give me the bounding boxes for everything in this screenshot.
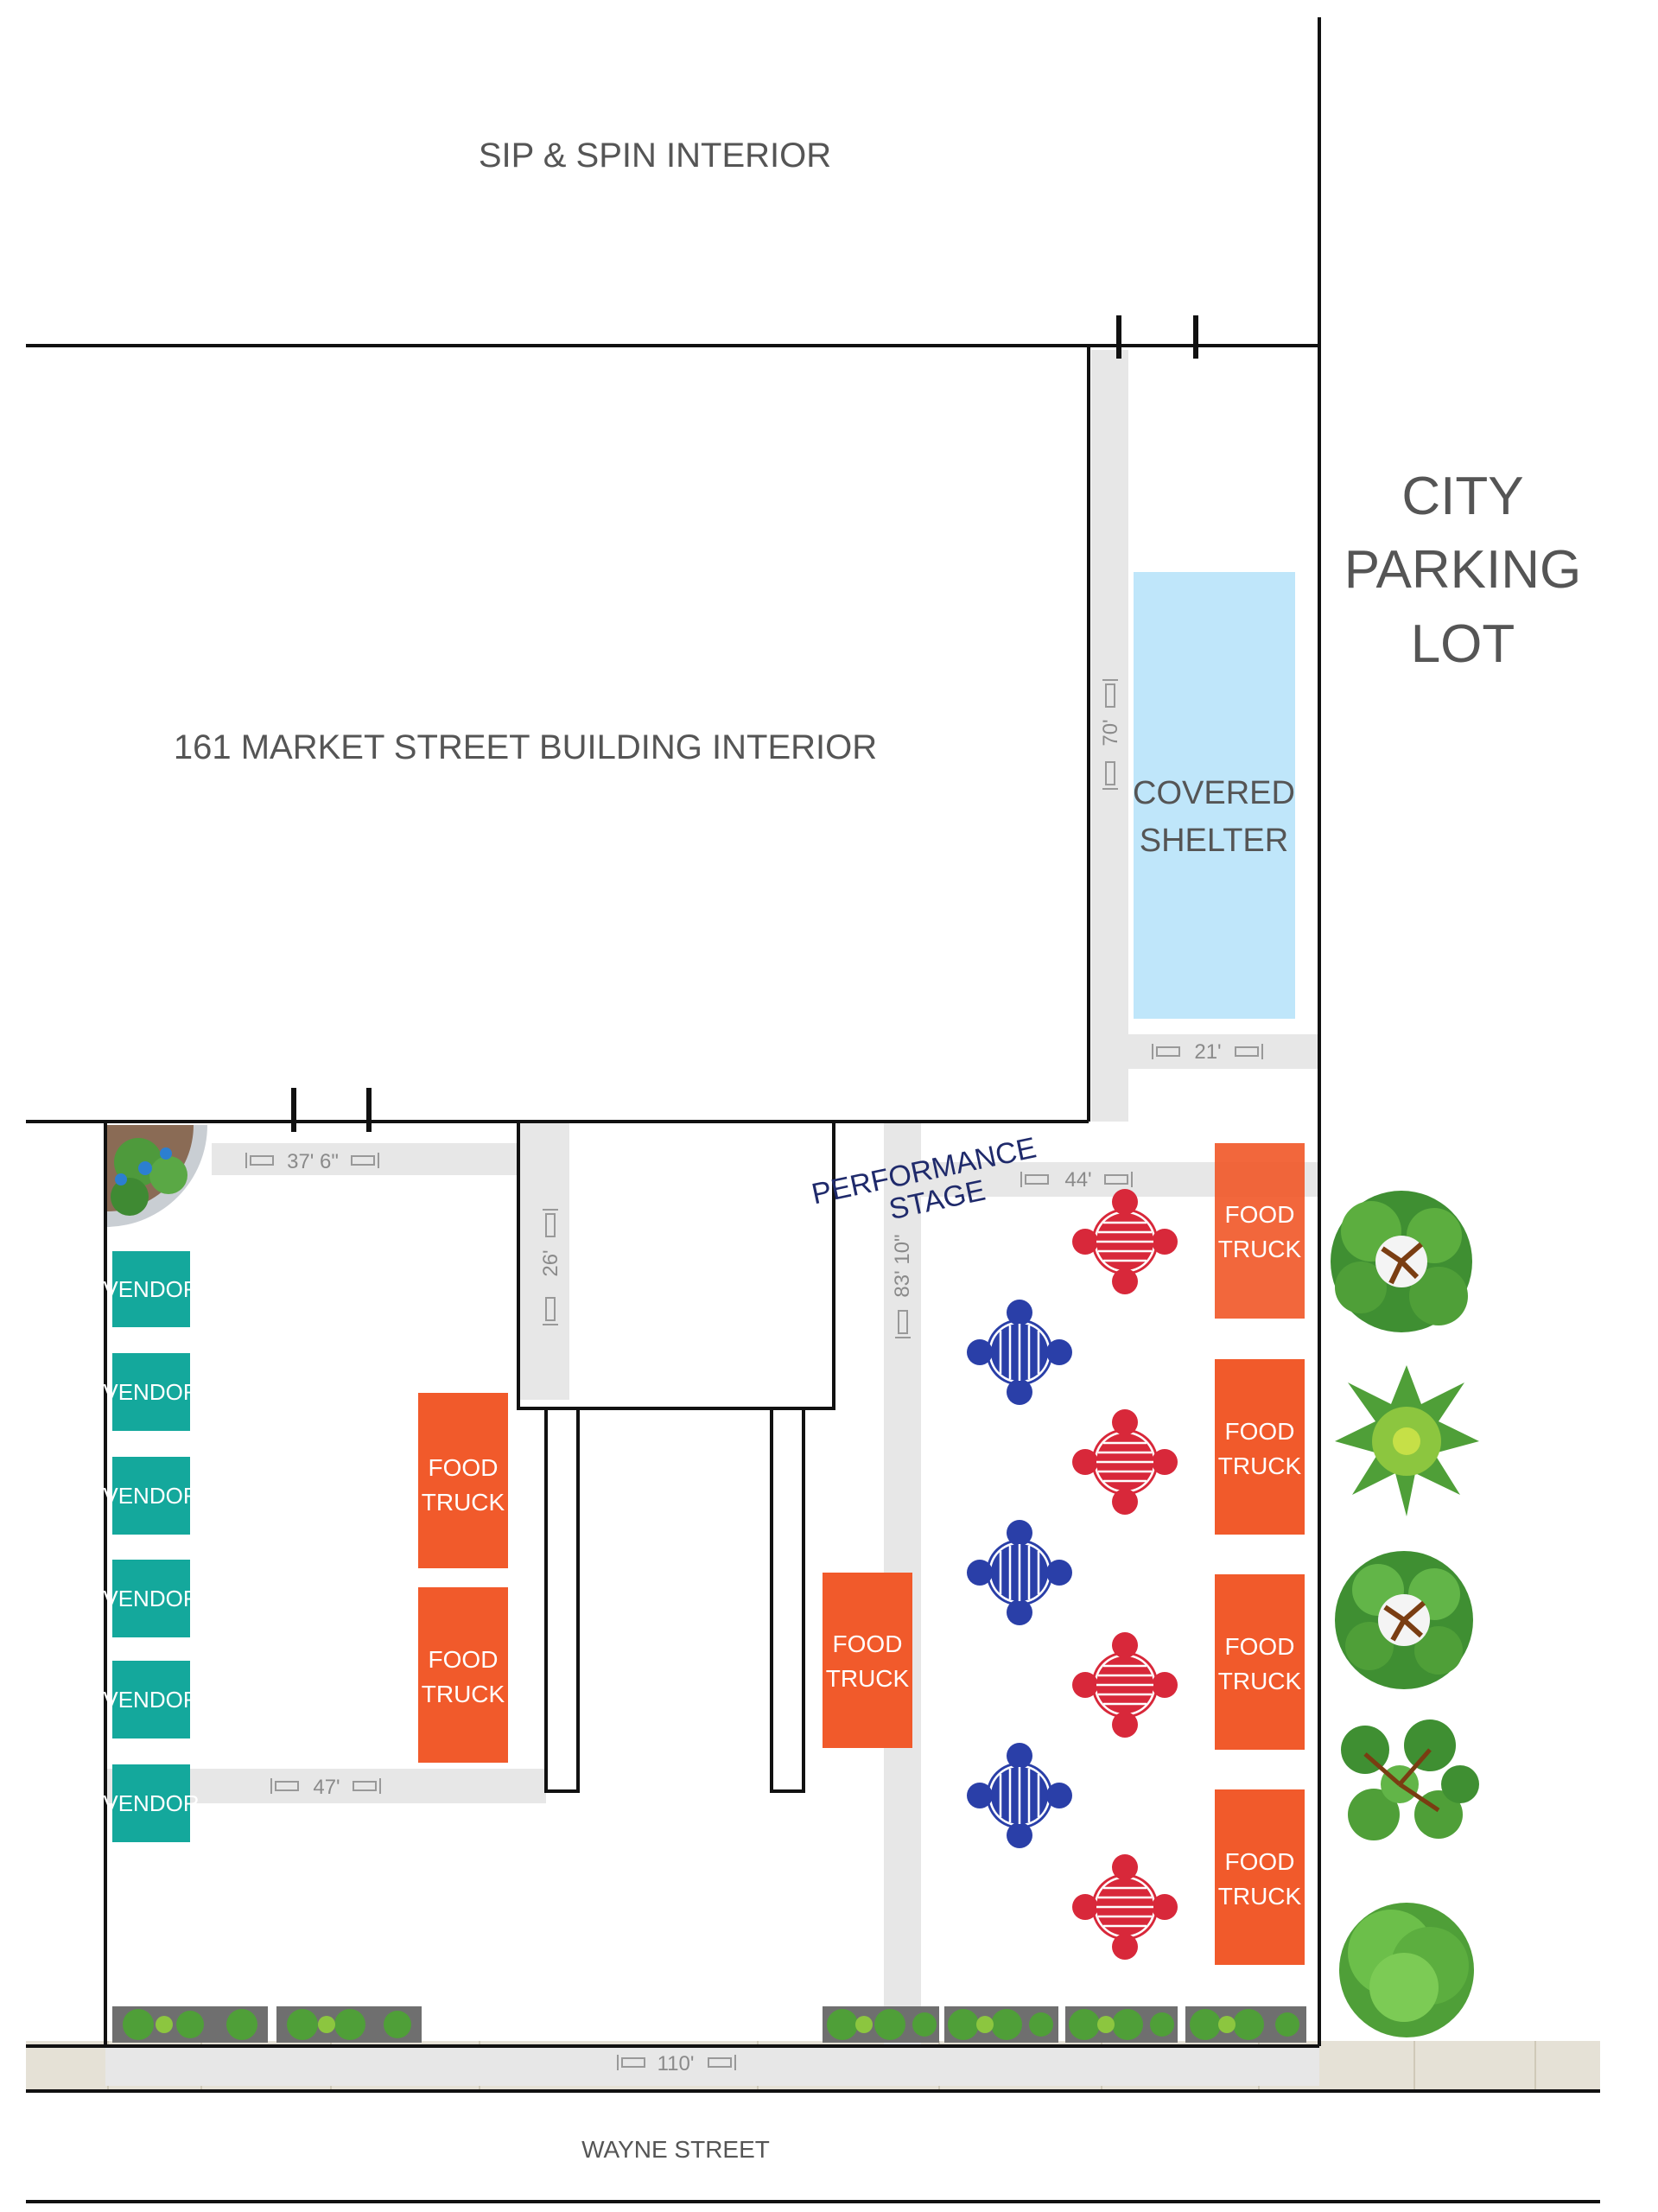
- svg-text:TRUCK: TRUCK: [422, 1681, 505, 1707]
- svg-text:TRUCK: TRUCK: [1218, 1668, 1302, 1694]
- svg-text:110': 110': [657, 2052, 695, 2075]
- svg-text:FOOD: FOOD: [1225, 1633, 1295, 1660]
- table-blue: [965, 1741, 1074, 1850]
- dim-70: 70': [1099, 679, 1122, 790]
- dim-26: 26': [539, 1209, 562, 1325]
- building-outlines: [26, 17, 1600, 2203]
- vendor-booth: [112, 1457, 190, 1535]
- food-trucks: FOOD TRUCK FOOD TRUCK FOOD TRUCK FOOD TR…: [418, 1143, 1305, 1965]
- svg-text:37' 6": 37' 6": [287, 1150, 339, 1173]
- svg-text:70': 70': [1099, 719, 1122, 746]
- tree-icon: [1335, 1551, 1473, 1689]
- svg-text:FOOD: FOOD: [1225, 1848, 1295, 1875]
- vendor-booth: [112, 1353, 190, 1431]
- svg-text:TRUCK: TRUCK: [1218, 1236, 1302, 1262]
- food-truck: [823, 1573, 912, 1748]
- svg-text:VENDOR: VENDOR: [103, 1379, 199, 1405]
- table-blue: [965, 1298, 1074, 1407]
- tree-icon: [1341, 1719, 1479, 1840]
- vendor-booth: [112, 1560, 190, 1637]
- svg-text:VENDOR: VENDOR: [103, 1687, 199, 1713]
- vendor-booth: [112, 1251, 190, 1327]
- svg-text:FOOD: FOOD: [429, 1454, 499, 1481]
- svg-text:83' 10": 83' 10": [891, 1234, 914, 1297]
- svg-text:FOOD: FOOD: [833, 1630, 903, 1657]
- svg-text:TRUCK: TRUCK: [826, 1665, 910, 1692]
- table-red: [1072, 1854, 1178, 1960]
- parking-label-2: PARKING: [1344, 540, 1581, 600]
- food-truck: [1215, 1143, 1305, 1319]
- planter-strips: [112, 2006, 1306, 2043]
- dim-21: 21': [1152, 1040, 1263, 1064]
- food-truck: [418, 1393, 508, 1568]
- covered-shelter: [1134, 572, 1295, 1019]
- dim-47: 47': [270, 1776, 381, 1799]
- table-red: [1072, 1632, 1178, 1738]
- door-markers: [291, 315, 1198, 1132]
- food-truck: [418, 1587, 508, 1763]
- trees: [1331, 1191, 1479, 2037]
- vendor-booth: [112, 1661, 190, 1738]
- food-truck: [1215, 1574, 1305, 1750]
- dim-37-6: 37' 6": [245, 1150, 379, 1173]
- planter-icon: [107, 1125, 207, 1227]
- vendors: VENDOR VENDOR VENDOR VENDOR VENDOR VENDO…: [103, 1251, 200, 1842]
- food-truck: [1215, 1359, 1305, 1535]
- svg-text:FOOD: FOOD: [1225, 1418, 1295, 1445]
- dim-83-10: 83' 10": [891, 1234, 914, 1338]
- picnic-tables: [965, 1189, 1178, 1960]
- street-label: WAYNE STREET: [581, 2136, 770, 2163]
- palm-icon: [1335, 1365, 1479, 1516]
- shelter-label-2: SHELTER: [1140, 823, 1288, 859]
- svg-text:VENDOR: VENDOR: [103, 1483, 199, 1509]
- svg-text:FOOD: FOOD: [429, 1646, 499, 1673]
- svg-text:TRUCK: TRUCK: [422, 1489, 505, 1516]
- svg-text:47': 47': [313, 1776, 340, 1799]
- dim-44: 44': [1020, 1168, 1133, 1192]
- parking-label-3: LOT: [1411, 614, 1515, 674]
- bush-icon: [1339, 1903, 1474, 2037]
- shelter-label-1: COVERED: [1133, 775, 1295, 811]
- dim-110: 110': [617, 2052, 736, 2075]
- svg-text:TRUCK: TRUCK: [1218, 1883, 1302, 1910]
- svg-text:26': 26': [539, 1249, 562, 1276]
- svg-text:VENDOR: VENDOR: [103, 1586, 199, 1611]
- svg-text:21': 21': [1194, 1040, 1221, 1064]
- table-red: [1072, 1409, 1178, 1515]
- table-red: [1072, 1189, 1178, 1294]
- table-blue: [965, 1518, 1074, 1627]
- building-label: 161 MARKET STREET BUILDING INTERIOR: [174, 728, 877, 766]
- svg-text:44': 44': [1064, 1168, 1091, 1192]
- sip-spin-label: SIP & SPIN INTERIOR: [479, 137, 831, 175]
- vendor-booth: [112, 1764, 190, 1842]
- tree-icon: [1331, 1191, 1472, 1332]
- svg-text:FOOD: FOOD: [1225, 1201, 1295, 1228]
- svg-text:VENDOR: VENDOR: [103, 1790, 199, 1816]
- parking-label-1: CITY: [1401, 467, 1523, 526]
- svg-text:VENDOR: VENDOR: [103, 1276, 199, 1302]
- svg-text:TRUCK: TRUCK: [1218, 1452, 1302, 1479]
- food-truck: [1215, 1789, 1305, 1965]
